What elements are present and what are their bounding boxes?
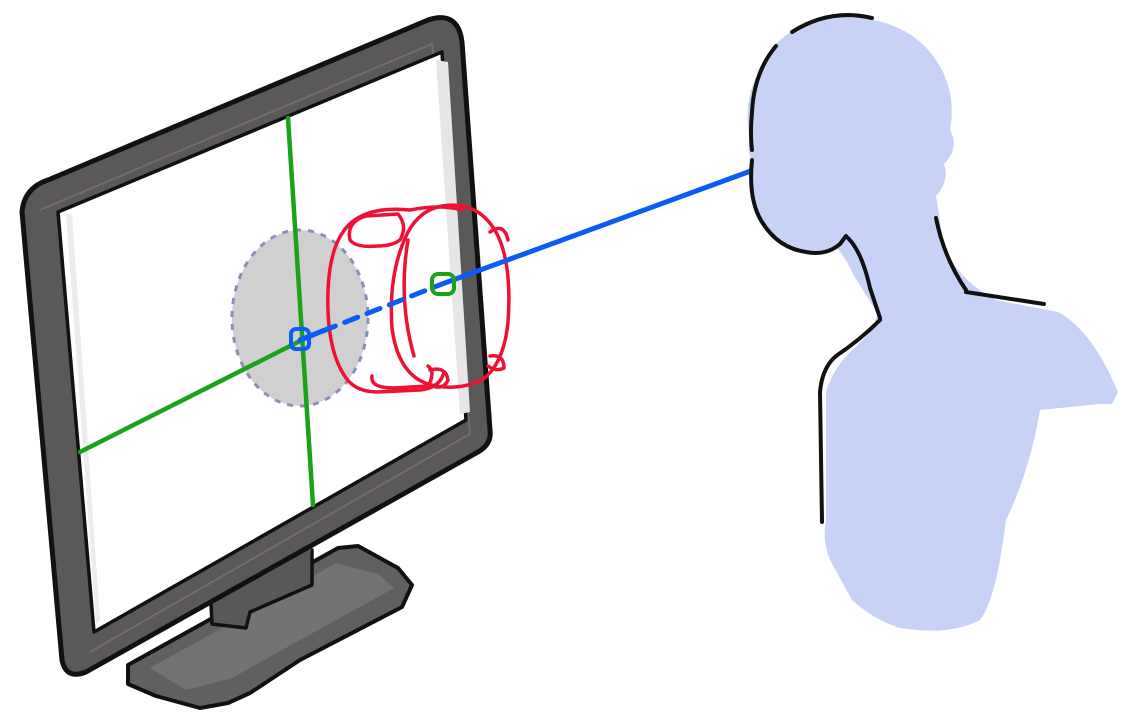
gaze-ray-visible-segment <box>442 172 748 284</box>
person-head-silhouette-icon <box>748 15 1118 631</box>
person-fill <box>748 17 1118 631</box>
